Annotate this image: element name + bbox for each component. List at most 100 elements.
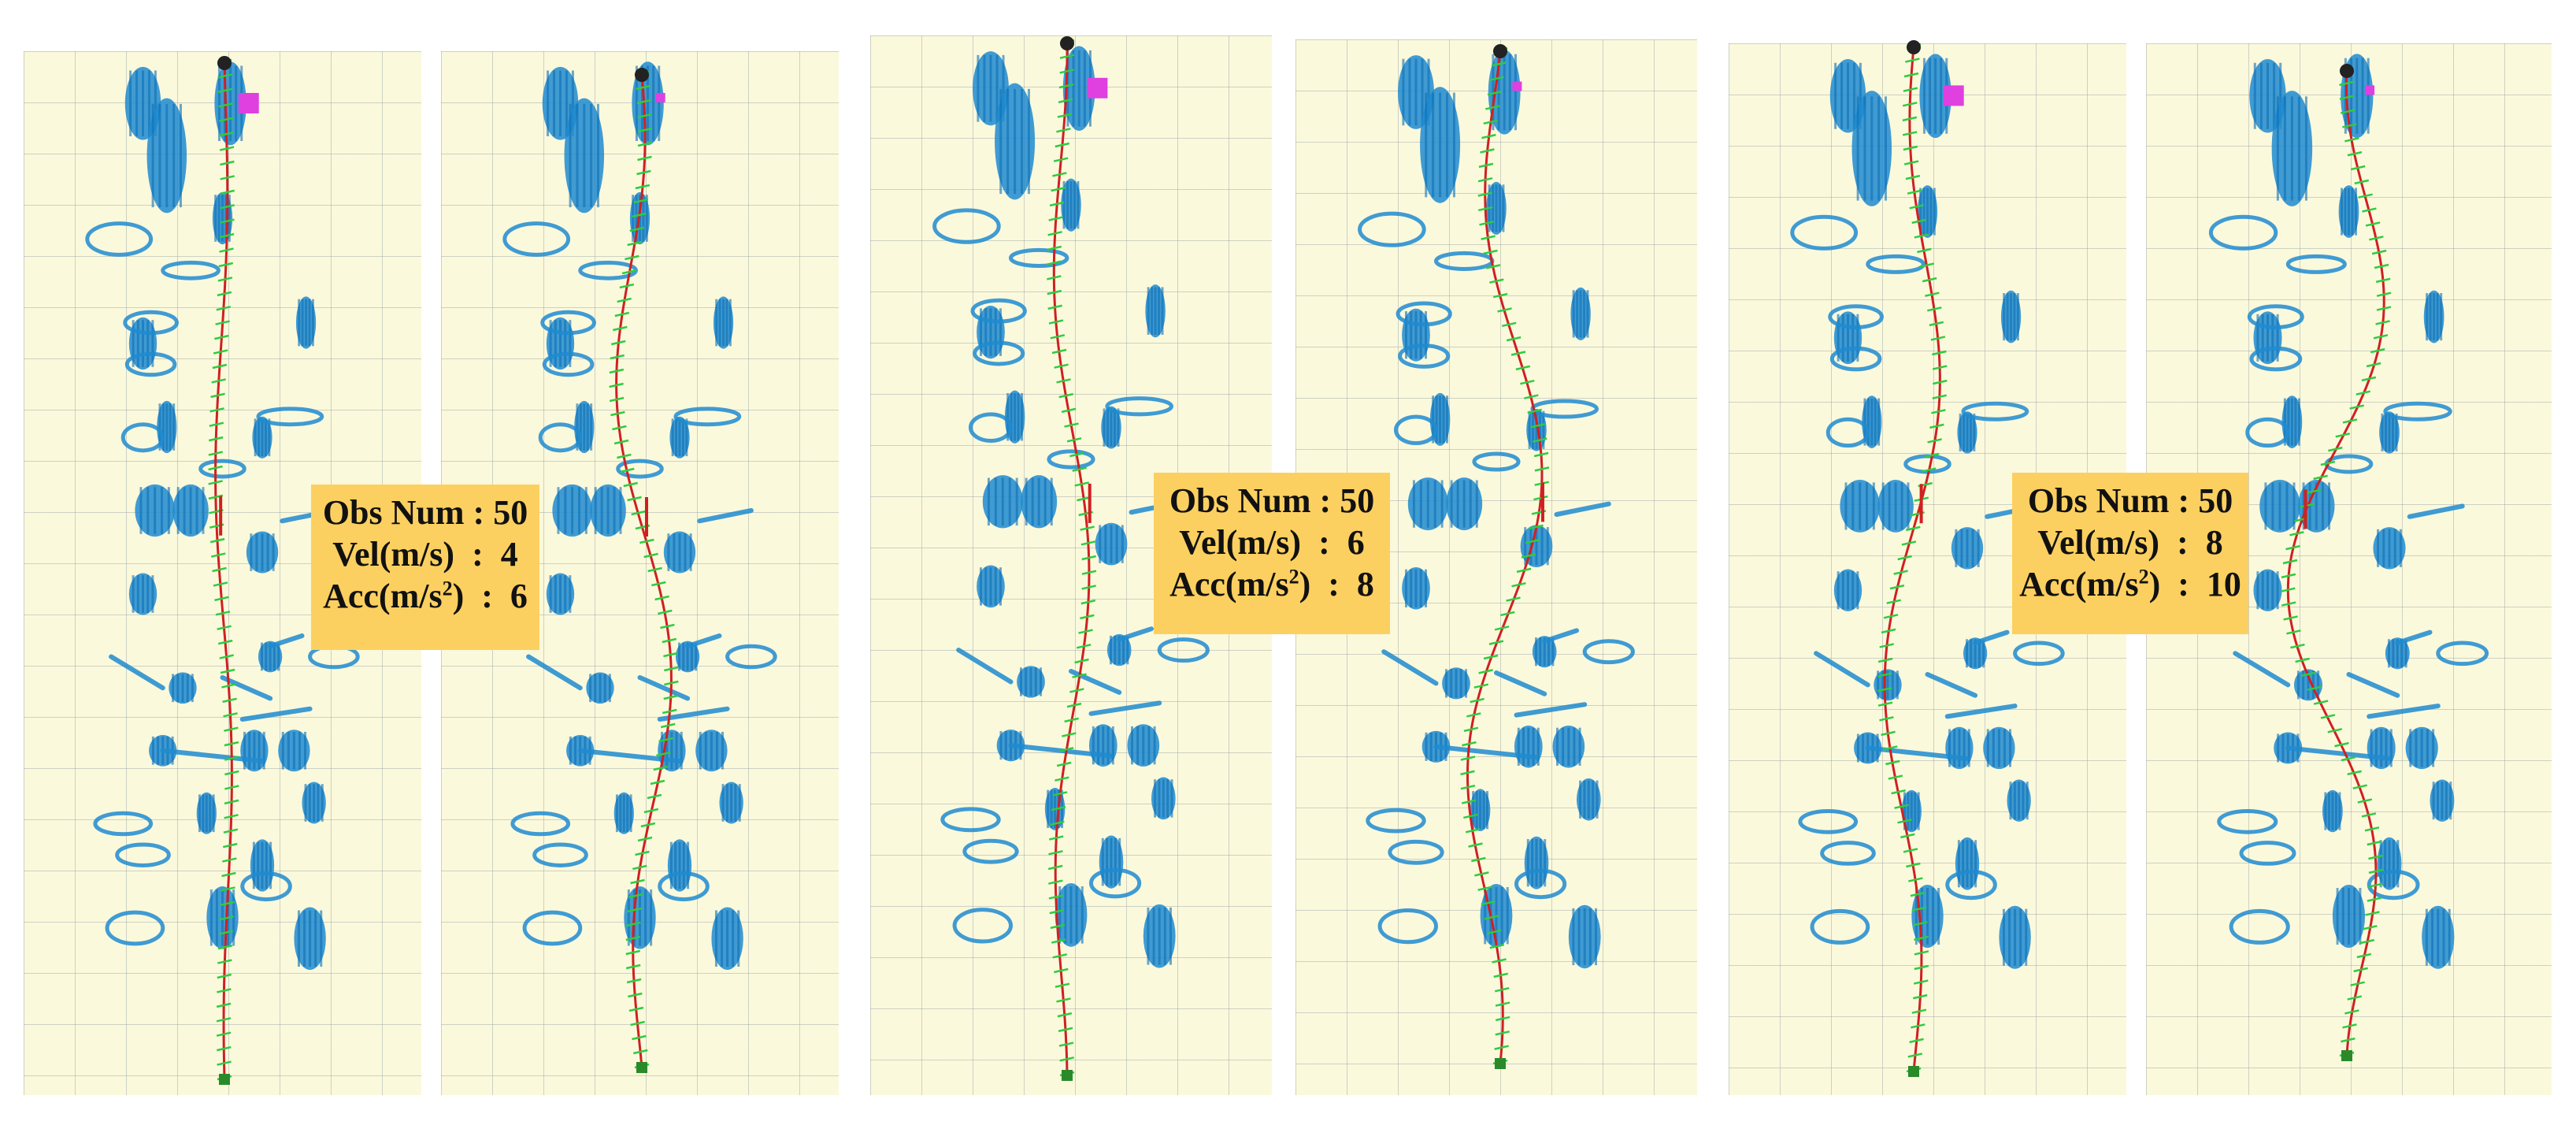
trajectory-tick bbox=[1902, 131, 1918, 136]
obstacle-ring bbox=[658, 871, 710, 902]
obstacle-bar bbox=[1494, 670, 1547, 696]
trajectory-tick bbox=[221, 886, 235, 892]
obstacle-bar bbox=[2367, 704, 2441, 719]
trajectory-tick bbox=[1527, 408, 1543, 414]
trajectory-tick bbox=[1912, 993, 1928, 1000]
trajectory-tick bbox=[216, 306, 232, 311]
trajectory-tick bbox=[2361, 812, 2377, 818]
trajectory-tick bbox=[1047, 304, 1062, 310]
trajectory-tick bbox=[1494, 986, 1510, 993]
trajectory-tick bbox=[2376, 306, 2392, 311]
vel-value: 8 bbox=[2205, 522, 2223, 562]
trajectory-tick bbox=[1489, 278, 1504, 284]
obstacle-bar bbox=[239, 706, 313, 722]
obstacle-ring bbox=[2249, 346, 2303, 372]
obstacle-ring bbox=[725, 644, 777, 670]
trajectory-tick bbox=[2349, 404, 2364, 410]
trajectory-tick bbox=[1492, 292, 1508, 299]
trajectory-tick bbox=[636, 169, 651, 176]
trajectory-tick bbox=[1054, 982, 1070, 988]
trajectory-tick bbox=[1911, 1008, 1927, 1014]
trajectory-tick bbox=[1931, 409, 1946, 414]
trajectory-tick bbox=[635, 184, 650, 190]
trajectory-tick bbox=[2307, 685, 2322, 691]
trajectory-tick bbox=[1533, 495, 1548, 501]
obs-num-row: Obs Num : 50 bbox=[2023, 481, 2237, 522]
trajectory-tick bbox=[613, 325, 628, 332]
obstacle-ring bbox=[2436, 641, 2489, 667]
obstacle-column bbox=[278, 730, 310, 772]
trajectory-tick bbox=[1908, 877, 1923, 882]
trajectory-tick bbox=[1047, 245, 1062, 251]
obstacle-column bbox=[1945, 726, 1974, 770]
obstacle-column bbox=[1999, 905, 2031, 969]
trajectory-tick bbox=[2375, 320, 2390, 325]
trajectory-tick bbox=[617, 453, 632, 459]
trajectory-tick bbox=[2281, 601, 2296, 607]
trajectory-tick bbox=[1493, 972, 1509, 978]
obstacle-ring bbox=[198, 459, 246, 479]
start-marker bbox=[217, 56, 232, 70]
trajectory-tick bbox=[632, 864, 647, 871]
trajectory-tick bbox=[632, 1034, 647, 1041]
trajectory-tick bbox=[1462, 741, 1477, 747]
trajectory-tick bbox=[2365, 911, 2380, 916]
trajectory-tick bbox=[1881, 628, 1896, 634]
obstacle-ring bbox=[1810, 908, 1870, 945]
obstacle-ring bbox=[1394, 414, 1438, 446]
trajectory-tick bbox=[1921, 467, 1937, 473]
trajectory-tick bbox=[1049, 908, 1065, 915]
trajectory-tick bbox=[627, 907, 642, 913]
obstacle-column bbox=[669, 416, 690, 459]
obstacle-ring bbox=[93, 811, 154, 837]
trajectory-tick bbox=[1903, 848, 1918, 853]
trajectory-tick bbox=[610, 354, 625, 360]
obstacle-ring bbox=[1366, 808, 1426, 834]
trajectory-tick bbox=[1054, 363, 1069, 369]
trajectory-tick bbox=[208, 465, 223, 471]
obstacle-ring bbox=[1961, 401, 2029, 421]
obstacle-bar bbox=[697, 508, 754, 524]
obstacle-ring bbox=[578, 260, 638, 280]
obstacle-column bbox=[1021, 475, 1058, 529]
trajectory-line bbox=[214, 62, 233, 1080]
trajectory-tick bbox=[1877, 672, 1892, 678]
trajectory-tick bbox=[647, 793, 662, 800]
trajectory-tick bbox=[217, 973, 232, 979]
obstacle-bar bbox=[1814, 651, 1870, 688]
trajectory-tick bbox=[1929, 423, 1944, 429]
trajectory-tick bbox=[224, 756, 239, 761]
trajectory-tick bbox=[217, 291, 232, 297]
obstacle-bar bbox=[220, 675, 273, 701]
goal-marker bbox=[655, 93, 665, 102]
obstacle-ring bbox=[532, 842, 588, 867]
trajectory-tick bbox=[1903, 87, 1918, 92]
obstacle-column bbox=[128, 317, 158, 370]
obstacle-column bbox=[995, 83, 1036, 200]
trajectory-tick bbox=[2376, 291, 2392, 297]
obstacle-column bbox=[1151, 777, 1176, 820]
vel-row: Vel(m/s) : 8 bbox=[2023, 522, 2237, 564]
trajectory-tick bbox=[662, 708, 677, 715]
trajectory-tick bbox=[212, 363, 228, 369]
obstacle-column bbox=[1099, 835, 1124, 889]
trajectory-tick bbox=[609, 382, 624, 388]
trajectory-tick bbox=[1485, 105, 1500, 110]
trajectory-tick bbox=[216, 1031, 232, 1037]
trajectory-tick bbox=[1069, 688, 1084, 693]
trajectory-tick bbox=[1515, 365, 1531, 371]
trajectory-tick bbox=[617, 297, 632, 303]
trajectory-tick bbox=[2361, 376, 2377, 382]
trajectory-tick bbox=[1481, 235, 1496, 240]
trajectory-tick bbox=[1491, 61, 1507, 67]
trajectory-tick bbox=[1058, 1027, 1073, 1033]
trajectory-tick bbox=[1913, 921, 1928, 926]
obstacle-ring bbox=[256, 407, 324, 427]
trajectory-tick bbox=[223, 828, 239, 834]
obstacle-column bbox=[196, 792, 217, 834]
goal-marker bbox=[1943, 85, 1964, 106]
goal-marker bbox=[1087, 77, 1108, 98]
obstacle-column bbox=[2430, 779, 2455, 822]
obstacle-bar bbox=[2233, 651, 2291, 688]
obstacle-column bbox=[546, 573, 575, 615]
